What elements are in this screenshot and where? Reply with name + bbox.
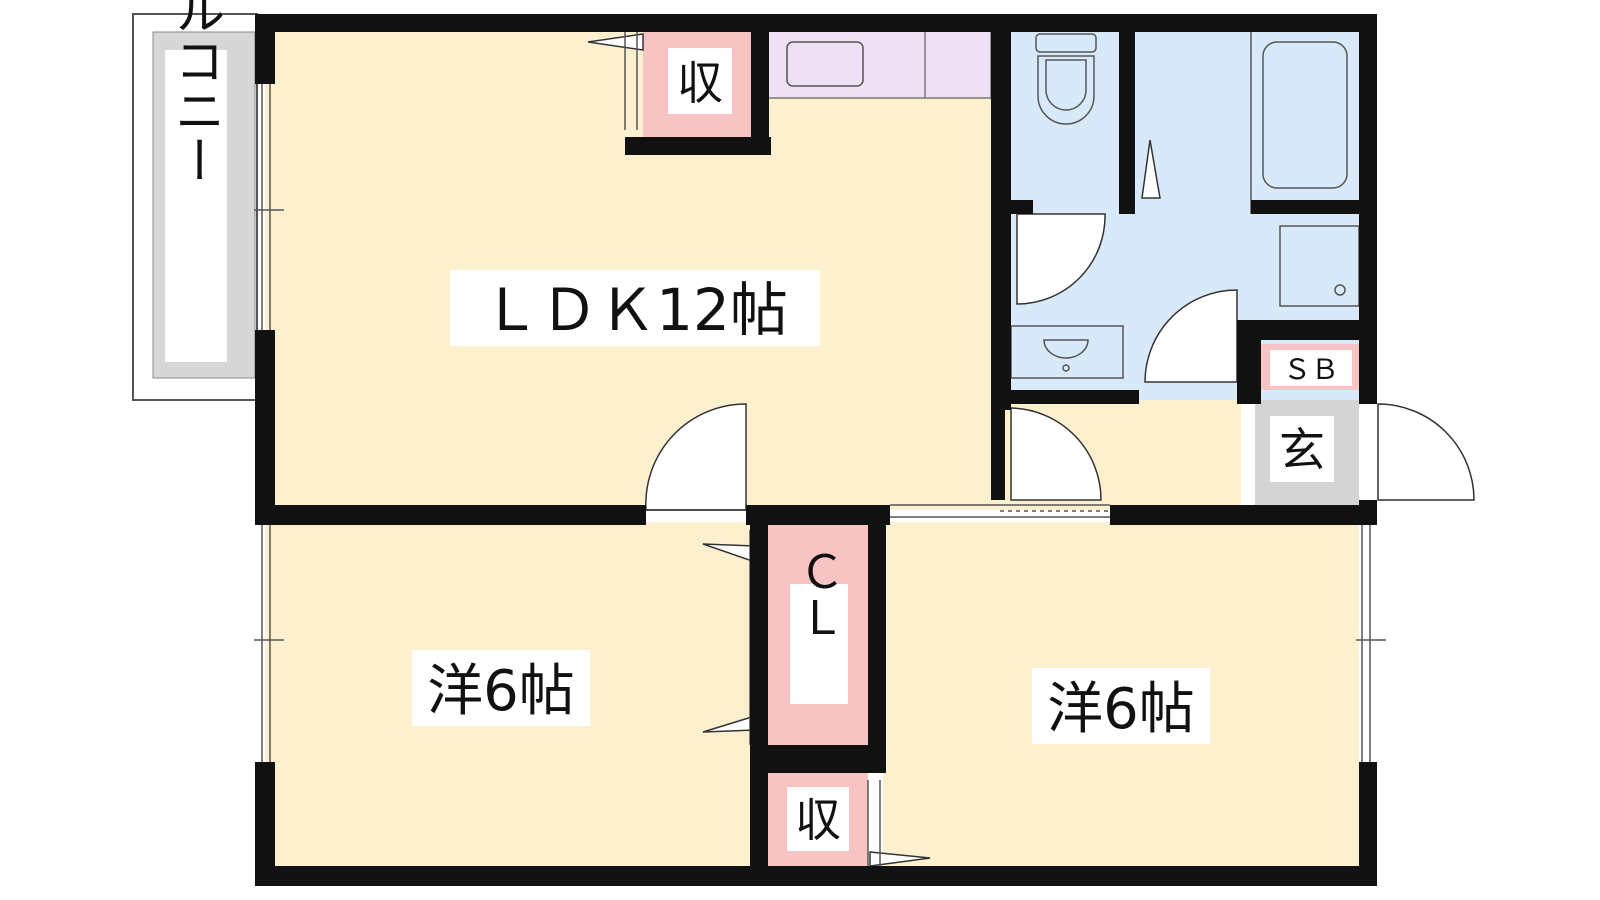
sink-icon — [786, 41, 864, 87]
toilet-floor — [1011, 30, 1119, 214]
walls — [255, 14, 1377, 886]
bath-floor — [1135, 30, 1359, 214]
closet-label: ＣＬ — [792, 548, 846, 640]
door-washroom — [1144, 289, 1238, 383]
room-left-label: 洋6帖 — [427, 659, 575, 724]
door-corridor — [1010, 407, 1102, 501]
balcony — [132, 13, 258, 401]
label-backgrounds — [412, 48, 1352, 851]
storage-bottom-label: 収 — [795, 793, 841, 847]
kitchen-counter — [764, 29, 992, 99]
balcony-label: バルコニー — [167, 0, 225, 185]
door-entrance — [1377, 403, 1475, 501]
ldk-label: ＬＤＫ12帖 — [482, 276, 788, 344]
storage-top-label: 収 — [677, 56, 723, 110]
toilet-bowl-icon — [1037, 55, 1095, 125]
doors — [645, 213, 1475, 511]
entrance-label: 玄 — [1279, 423, 1325, 477]
toilet-tank-icon — [1035, 33, 1097, 53]
room-right-label: 洋6帖 — [1047, 677, 1195, 742]
folding-doors — [587, 33, 1161, 867]
door-ldk-to-bedroom — [645, 403, 747, 511]
sb-label: ＳＢ — [1283, 353, 1339, 386]
bathtub-icon — [1262, 41, 1348, 189]
door-toilet — [1016, 213, 1106, 305]
